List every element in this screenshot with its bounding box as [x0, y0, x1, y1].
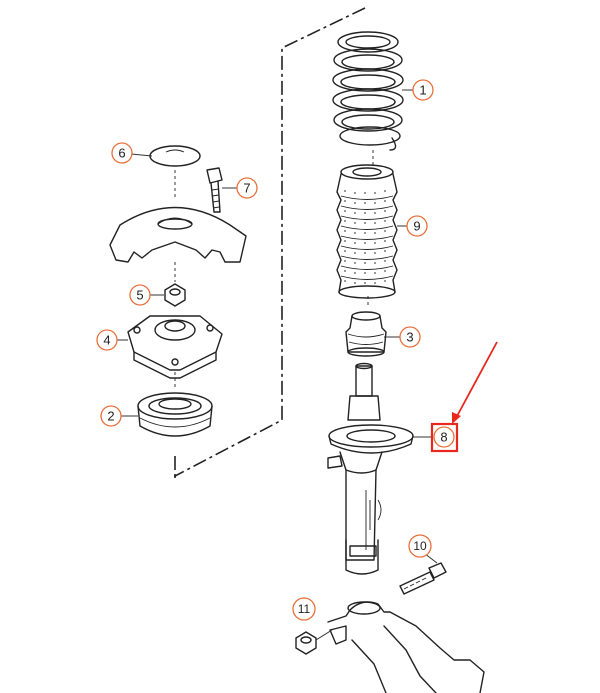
- bump-stop: [346, 312, 386, 356]
- callout-7-label: 7: [243, 181, 250, 196]
- callout-1-label: 1: [419, 83, 426, 98]
- callout-5-label: 5: [136, 288, 143, 303]
- highlight-arrow: [455, 341, 498, 419]
- protective-cap: [150, 146, 200, 166]
- coil-spring: [333, 32, 403, 150]
- callout-3: 3: [399, 326, 421, 348]
- callout-8: 8: [433, 426, 455, 448]
- leader-lines: [116, 89, 432, 438]
- strut-shock-absorber: [328, 364, 413, 575]
- callout-9-label: 9: [413, 219, 420, 234]
- callout-11: 11: [292, 597, 316, 621]
- callout-9: 9: [406, 215, 428, 237]
- pinch-bolt: [400, 550, 446, 594]
- callout-10: 10: [408, 534, 432, 558]
- highlight-annotation: [430, 341, 498, 453]
- callout-4: 4: [96, 329, 118, 351]
- callout-6-label: 6: [118, 146, 125, 161]
- steering-knuckle: [296, 602, 484, 693]
- strut-bearing: [138, 393, 212, 436]
- highlight-box: [430, 422, 459, 453]
- strut-cover-shell: [110, 208, 246, 263]
- callout-8-label: 8: [440, 430, 447, 445]
- callout-1: 1: [412, 79, 434, 101]
- callout-11-label: 11: [298, 602, 311, 616]
- dust-boot: [337, 165, 397, 298]
- callout-4-label: 4: [103, 333, 110, 348]
- callout-3-label: 3: [406, 330, 413, 345]
- strut-mount: [128, 316, 222, 378]
- callout-6: 6: [111, 142, 133, 164]
- mounting-bolt: [207, 168, 222, 212]
- callout-2: 2: [100, 405, 122, 427]
- hex-nut: [165, 284, 185, 306]
- callout-5: 5: [129, 284, 151, 306]
- callout-10-label: 10: [413, 539, 427, 553]
- callout-7: 7: [236, 177, 258, 199]
- highlight-arrow-head: [452, 412, 461, 424]
- assembly-group-frame: [174, 7, 366, 478]
- callout-2-label: 2: [107, 409, 114, 424]
